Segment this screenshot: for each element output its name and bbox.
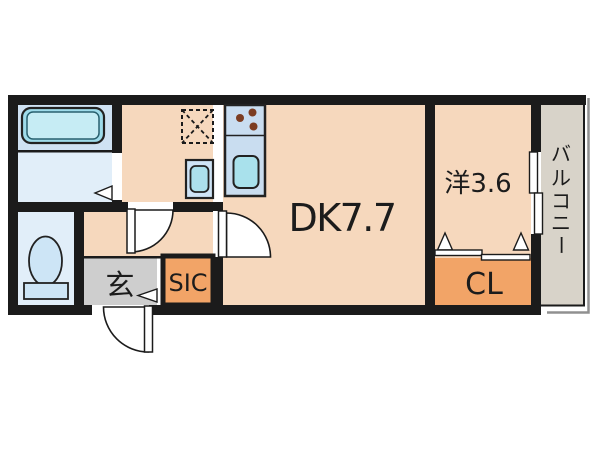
- room-balcony: [541, 105, 584, 306]
- wall-bath-divider-line: [18, 150, 112, 153]
- label-shoe-closet: SIC: [168, 269, 207, 297]
- wall-bottom: [8, 305, 541, 315]
- kitchen-sink-icon: [232, 155, 260, 189]
- bathtub-icon: [20, 106, 106, 145]
- svg-text:コ: コ: [551, 189, 571, 213]
- gap-washroom-door: [112, 153, 122, 200]
- wall-toilet-right: [74, 202, 84, 305]
- wall-horizontal-mid: [8, 202, 223, 212]
- wall-dk-western: [425, 105, 435, 305]
- wall-top: [8, 95, 586, 105]
- stove-burners-icon: [236, 108, 258, 131]
- door-dk: [217, 210, 272, 258]
- svg-text:ル: ル: [551, 166, 571, 190]
- closet-sliding-door: [434, 231, 531, 261]
- balcony-border: [541, 97, 585, 307]
- plan-shadow: [547, 98, 590, 314]
- sic-door-triangle: [135, 288, 158, 303]
- kitchen-counter: [223, 103, 267, 198]
- room-western: [435, 105, 531, 259]
- room-shoe-closet: [160, 253, 216, 308]
- label-closet: CL: [465, 267, 503, 302]
- label-dk: DK7.7: [288, 196, 395, 240]
- washing-machine-icon: [184, 158, 215, 200]
- toilet-icon: [23, 235, 69, 300]
- label-western-room: 洋3.6: [444, 169, 511, 199]
- washroom-door-triangle: [93, 184, 113, 202]
- svg-text:ー: ー: [549, 235, 573, 255]
- gap-entrance-sic: [157, 258, 163, 305]
- svg-text:ニ: ニ: [551, 211, 571, 235]
- window-balcony-icon: [528, 151, 544, 235]
- room-closet: [435, 258, 531, 305]
- label-entrance: 玄: [105, 268, 134, 302]
- label-balcony: バ ル コ ニ ー: [549, 142, 573, 255]
- refrigerator-dashed-icon: [181, 109, 214, 144]
- wall-entrance-top-line: [84, 256, 157, 259]
- door-kitchen-hall: [126, 208, 174, 254]
- svg-text:バ: バ: [551, 142, 571, 166]
- door-entrance: [102, 305, 154, 353]
- gap-kitchen-hall-door: [128, 202, 173, 212]
